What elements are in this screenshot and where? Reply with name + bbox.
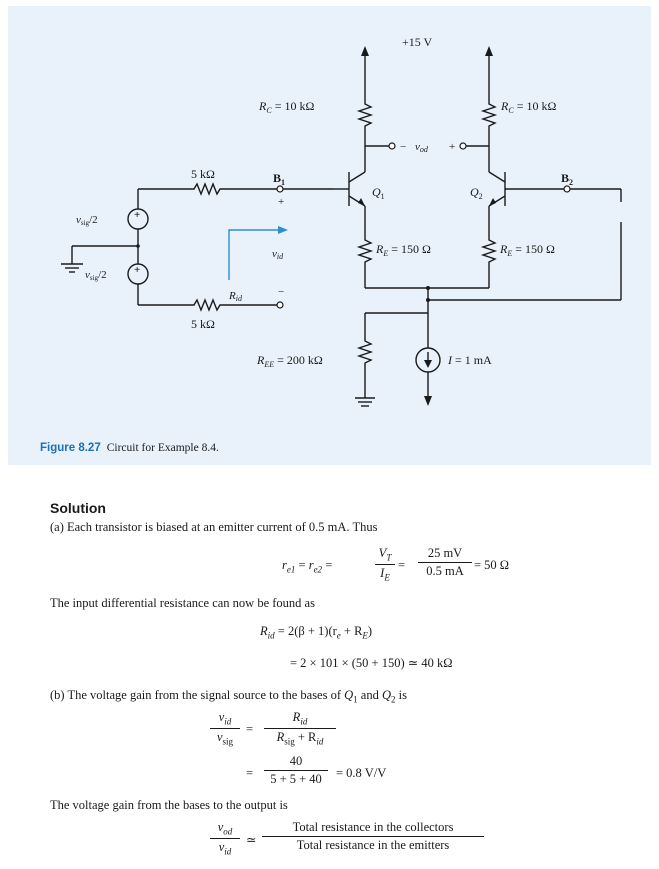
gain-bases-text: The voltage gain from the bases to the o… <box>50 798 288 812</box>
solution-heading: Solution <box>50 500 106 516</box>
gain2-equals: = <box>246 766 254 780</box>
vsig-bottom-plus: + <box>134 264 140 276</box>
rs-top-resistor <box>191 182 224 196</box>
re-equation-vt-frac: VT IE <box>375 546 395 582</box>
rc-left-label: RC = 10 kΩ <box>258 99 314 115</box>
vod-label: vod <box>415 141 429 154</box>
vid-minus: − <box>278 286 284 298</box>
b1-label: B1 <box>273 171 285 187</box>
b2-label: B2 <box>561 171 573 187</box>
gain1-equals: = <box>246 722 254 736</box>
circuit-diagram: +15 V RC = 10 kΩ RC = 10 kΩ − vod + Q1 Q… <box>61 35 622 407</box>
q2-label: Q2 <box>470 185 483 201</box>
ree-label: REE = 200 kΩ <box>256 353 323 369</box>
input-resistance-text: The input differential resistance can no… <box>50 596 315 610</box>
vsig-top-source <box>127 208 149 230</box>
gain3-rhs-frac: Total resistance in the collectors Total… <box>262 820 484 853</box>
figure-caption: Figure 8.27 Circuit for Example 8.4. <box>40 442 219 454</box>
vsig-top-label: vsig/2 <box>76 214 98 227</box>
part-b-text: (b) The voltage gain from the signal sou… <box>50 688 407 705</box>
b1-plus: + <box>278 196 284 208</box>
q1-label: Q1 <box>372 185 385 201</box>
rid-equation-line2: = 2 × 101 × (50 + 150) ≃ 40 kΩ <box>290 656 453 670</box>
figure-caption-text: Circuit for Example 8.4. <box>106 442 219 454</box>
re-equation-numeric-frac: 25 mV 0.5 mA <box>418 546 472 579</box>
vsig-bottom-source <box>127 263 149 285</box>
current-source <box>415 347 441 373</box>
ree-resistor <box>356 338 374 366</box>
rs-bottom-label: 5 kΩ <box>191 317 215 331</box>
vsig-bottom-label: vsig/2 <box>85 269 107 282</box>
figure-number: Figure 8.27 <box>40 442 101 454</box>
gain1-lhs-frac: vid vsig <box>210 710 240 746</box>
gain1-rhs-frac: Rid Rsig + Rid <box>264 710 336 746</box>
part-a-text: (a) Each transistor is biased at an emit… <box>50 520 378 534</box>
vod-minus: − <box>400 141 406 153</box>
gain3-lhs-frac: vod vid <box>210 820 240 856</box>
re-equation-eq3: = <box>398 558 406 572</box>
rid-label: Rid <box>228 290 243 303</box>
gain2-frac: 40 5 + 5 + 40 <box>264 754 328 787</box>
vsig-top-plus: + <box>134 209 140 221</box>
rc-right-label: RC = 10 kΩ <box>500 99 556 115</box>
rc-left-resistor <box>356 100 374 128</box>
vod-plus: + <box>449 141 455 153</box>
supply-label: +15 V <box>402 35 433 49</box>
re-right-resistor <box>480 237 498 264</box>
gain2-result: = 0.8 V/V <box>336 766 387 780</box>
re-right-label: RE = 150 Ω <box>499 242 555 258</box>
gain3-approx: ≃ <box>246 833 257 847</box>
re-equation-lhs: re1 = re2 = <box>282 558 333 575</box>
re-left-label: RE = 150 Ω <box>375 242 431 258</box>
rc-right-resistor <box>480 100 498 128</box>
re-equation-result: = 50 Ω <box>474 558 510 572</box>
current-label: I = 1 mA <box>447 353 492 367</box>
rs-top-label: 5 kΩ <box>191 167 215 181</box>
re-left-resistor <box>356 237 374 264</box>
vid-label: vid <box>272 248 284 261</box>
rs-bottom-resistor <box>191 298 224 312</box>
figure-panel: +15 V RC = 10 kΩ RC = 10 kΩ − vod + Q1 Q… <box>8 6 651 465</box>
vid-arrow <box>228 229 280 280</box>
rid-equation-line1: Rid = 2(β + 1)(re + RE) <box>260 624 373 641</box>
